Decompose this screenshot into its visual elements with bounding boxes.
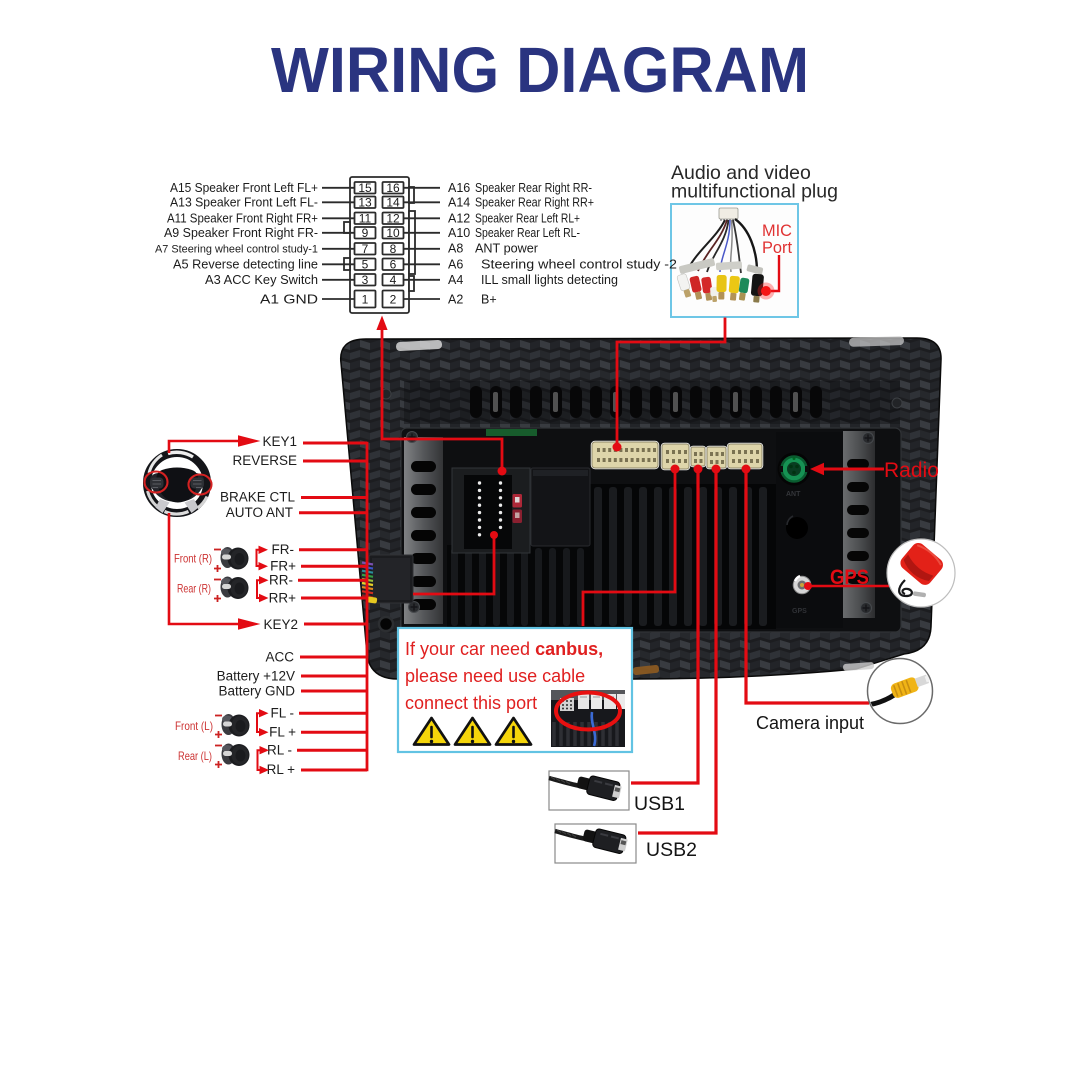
svg-text:4: 4 bbox=[390, 273, 397, 287]
svg-text:Battery GND: Battery GND bbox=[218, 684, 295, 699]
svg-text:A9 Speaker Front Right FR-: A9 Speaker Front Right FR- bbox=[164, 226, 318, 240]
svg-text:5: 5 bbox=[362, 258, 369, 272]
svg-text:6: 6 bbox=[390, 258, 397, 272]
svg-text:A13 Speaker Front Left FL-: A13 Speaker Front Left FL- bbox=[170, 196, 318, 210]
svg-text:A14: A14 bbox=[448, 196, 470, 210]
svg-text:3: 3 bbox=[362, 273, 369, 287]
svg-text:A6: A6 bbox=[448, 258, 463, 272]
svg-text:Rear (R): Rear (R) bbox=[177, 582, 211, 596]
svg-text:Steering wheel control study -: Steering wheel control study -2 bbox=[481, 258, 677, 272]
svg-text:FL -: FL - bbox=[271, 706, 295, 721]
svg-text:13: 13 bbox=[358, 196, 372, 210]
svg-text:RL +: RL + bbox=[267, 762, 296, 777]
svg-text:A5 Reverse detecting line: A5 Reverse detecting line bbox=[173, 258, 318, 272]
svg-text:RR-: RR- bbox=[269, 573, 293, 588]
svg-text:B+: B+ bbox=[481, 292, 497, 306]
svg-text:16: 16 bbox=[386, 181, 400, 195]
svg-text:ILL small lights detecting: ILL small lights detecting bbox=[481, 273, 618, 287]
svg-text:GPS: GPS bbox=[830, 566, 869, 589]
svg-text:A16: A16 bbox=[448, 181, 470, 195]
svg-text:A4: A4 bbox=[448, 273, 463, 287]
svg-text:Speaker Rear Left RL-: Speaker Rear Left RL- bbox=[475, 226, 580, 240]
svg-text:Speaker Rear Right RR+: Speaker Rear Right RR+ bbox=[475, 196, 594, 210]
svg-text:please need use cable: please need use cable bbox=[405, 666, 585, 686]
svg-text:10: 10 bbox=[386, 226, 400, 240]
svg-text:14: 14 bbox=[386, 196, 400, 210]
svg-text:ACC: ACC bbox=[265, 650, 294, 665]
svg-text:multifunctional plug: multifunctional plug bbox=[671, 181, 838, 203]
svg-text:USB2: USB2 bbox=[646, 839, 697, 861]
svg-text:RL -: RL - bbox=[267, 743, 292, 758]
svg-text:WIRING DIAGRAM: WIRING DIAGRAM bbox=[271, 34, 809, 106]
svg-text:11: 11 bbox=[359, 212, 372, 226]
svg-text:FR+: FR+ bbox=[270, 559, 296, 574]
svg-text:ANT: ANT bbox=[786, 491, 801, 498]
svg-text:Rear (L): Rear (L) bbox=[178, 749, 212, 763]
svg-text:BRAKE CTL: BRAKE CTL bbox=[220, 490, 296, 505]
svg-text:Front (L): Front (L) bbox=[175, 719, 213, 733]
svg-text:FL +: FL + bbox=[269, 725, 296, 740]
svg-text:Speaker Rear Right RR-: Speaker Rear Right RR- bbox=[475, 181, 592, 195]
svg-text:connect this port: connect this port bbox=[405, 693, 537, 713]
svg-text:8: 8 bbox=[390, 242, 397, 256]
svg-text:A15 Speaker Front Left FL+: A15 Speaker Front Left FL+ bbox=[170, 181, 318, 195]
svg-text:2: 2 bbox=[390, 293, 397, 307]
svg-text:A7 Steering wheel control st: A7 Steering wheel control study-1 bbox=[155, 244, 318, 256]
svg-text:Radio: Radio bbox=[884, 459, 939, 482]
svg-text:Front (R): Front (R) bbox=[174, 552, 212, 566]
svg-text:FR-: FR- bbox=[272, 542, 295, 557]
svg-text:7: 7 bbox=[362, 242, 369, 256]
svg-text:12: 12 bbox=[386, 212, 400, 226]
svg-text:A10: A10 bbox=[448, 226, 470, 240]
svg-text:AUTO ANT: AUTO ANT bbox=[226, 505, 293, 520]
svg-text:GPS: GPS bbox=[792, 608, 807, 615]
svg-text:ANT power: ANT power bbox=[475, 242, 538, 256]
svg-text:REVERSE: REVERSE bbox=[232, 453, 297, 468]
svg-text:Port: Port bbox=[762, 239, 792, 257]
svg-text:A2: A2 bbox=[448, 292, 463, 306]
svg-text:A8: A8 bbox=[448, 242, 463, 256]
svg-text:USB1: USB1 bbox=[634, 793, 685, 815]
svg-text:A11 Speaker Front Right FR+: A11 Speaker Front Right FR+ bbox=[167, 212, 318, 226]
svg-text:A1 GND: A1 GND bbox=[260, 292, 318, 306]
svg-text:MIC: MIC bbox=[762, 222, 792, 240]
svg-text:A3 ACC Key Switch: A3 ACC Key Switch bbox=[205, 273, 318, 287]
svg-text:KEY2: KEY2 bbox=[263, 617, 298, 632]
svg-text:1: 1 bbox=[362, 293, 369, 307]
svg-text:Camera input: Camera input bbox=[756, 713, 864, 733]
svg-text:RR+: RR+ bbox=[269, 591, 296, 606]
svg-text:Audio and video: Audio and video bbox=[671, 162, 811, 184]
svg-text:15: 15 bbox=[358, 181, 372, 195]
svg-text:A12: A12 bbox=[448, 212, 470, 226]
svg-text:Speaker Rear Left RL+: Speaker Rear Left RL+ bbox=[475, 212, 580, 226]
svg-text:KEY1: KEY1 bbox=[262, 434, 297, 449]
svg-text:Battery +12V: Battery +12V bbox=[217, 669, 295, 684]
svg-text:If your car need canbus,: If your car need canbus, bbox=[405, 639, 603, 659]
svg-text:9: 9 bbox=[362, 226, 369, 240]
